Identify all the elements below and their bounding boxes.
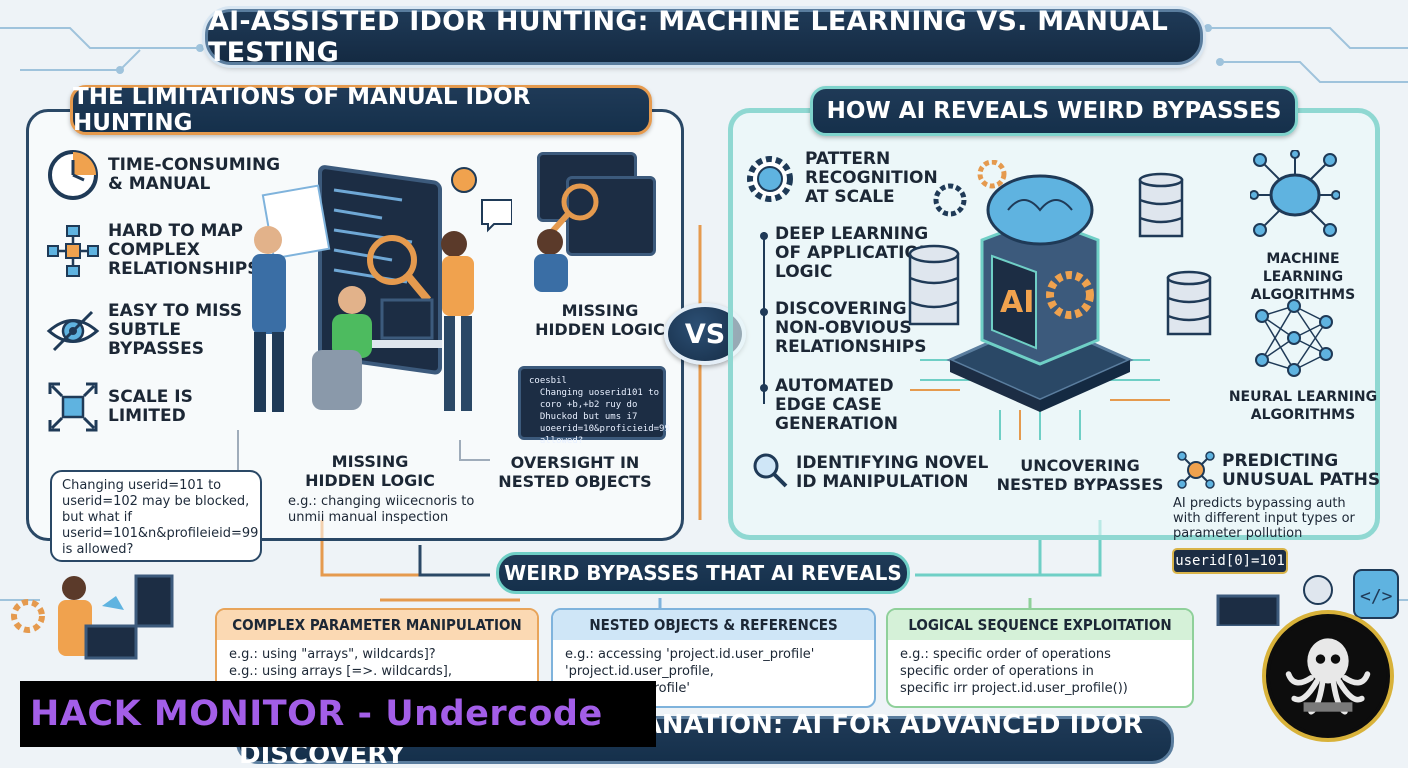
missing-logic-bottom-label: MISSING HIDDEN LOGIC <box>305 452 435 490</box>
scale-icon <box>48 382 98 432</box>
brain-network-icon <box>1250 150 1340 237</box>
clock-icon <box>48 150 98 200</box>
ai-chip-label: AI <box>1000 285 1034 320</box>
database-left-icon <box>908 244 960 326</box>
item-easy-to-miss-text: EASY TO MISS SUBTLE BYPASSES <box>108 301 243 359</box>
oversight-label: OVERSIGHT IN NESTED OBJECTS <box>498 453 652 491</box>
missing-logic-top-label: MISSING HIDDEN LOGIC <box>535 301 665 339</box>
item-easy-to-miss: EASY TO MISS SUBTLE BYPASSES <box>46 302 242 359</box>
database-right-icon <box>1166 270 1212 336</box>
page-title: AI-ASSISTED IDOR HUNTING: MACHINE LEARNI… <box>208 6 1168 68</box>
ai-chip-illustration: AI <box>910 160 1170 440</box>
code-example-pill: userid[0]=101 <box>1172 548 1288 574</box>
robot-illustration: </> <box>1216 569 1399 626</box>
gear-brain-icon <box>747 155 793 202</box>
item-time-consuming-text: TIME-CONSUMING & MANUAL <box>108 155 281 194</box>
ai-benefits-list: PATTERN RECOGNITION AT SCALE <box>743 150 938 213</box>
predicting-label: PREDICTING UNUSUAL PATHS <box>1222 451 1381 490</box>
neural-algorithms-label: NEURAL LEARNING ALGORITHMS <box>1228 389 1378 423</box>
nested-bypasses-label: UNCOVERING NESTED BYPASSES <box>996 456 1164 494</box>
item-deep-learning-text: DEEP LEARNING OF APPLICATION LOGIC <box>775 224 934 282</box>
card-complex-parameter-title: COMPLEX PARAMETER MANIPULATION <box>217 610 537 640</box>
card-logical-sequence-title: LOGICAL SEQUENCE EXPLOITATION <box>888 610 1192 640</box>
novel-id-label: IDENTIFYING NOVEL ID MANIPULATION <box>796 453 989 492</box>
userid-example-note: Changing userid=101 to userid=102 may be… <box>50 470 262 562</box>
neural-network-icon <box>1255 299 1333 377</box>
card-logical-sequence-body: e.g.: specific order of operations speci… <box>900 647 1128 696</box>
card-nested-objects-title: NESTED OBJECTS & REFERENCES <box>553 610 874 640</box>
item-pattern-recognition-text: PATTERN RECOGNITION AT SCALE <box>805 149 938 207</box>
database-top-icon <box>1138 172 1184 238</box>
predict-network-icon <box>1177 451 1215 489</box>
svg-text:</>: </> <box>1360 586 1393 607</box>
left-panel-header: THE LIMITATIONS OF MANUAL IDOR HUNTING <box>70 84 652 136</box>
analyst-magnifier-illustration <box>534 183 599 292</box>
item-hard-to-map: HARD TO MAP COMPLEX RELATIONSHIPS <box>46 222 259 279</box>
item-discovering-text: DISCOVERING NON-OBVIOUS RELATIONSHIPS <box>775 299 927 357</box>
bullet-line <box>760 232 768 404</box>
ml-algorithms-label: MACHINE LEARNING ALGORITHMS <box>1250 251 1356 303</box>
weird-bypasses-banner: WEIRD BYPASSES THAT AI REVEALS <box>496 552 910 594</box>
network-map-icon <box>47 224 99 277</box>
predicting-note: AI predicts bypassing auth with differen… <box>1173 496 1355 541</box>
missing-logic-example: e.g.: changing wiicecnoris to unmii manu… <box>288 494 475 525</box>
eye-icon <box>46 310 100 351</box>
magnifier-icon <box>753 453 788 488</box>
right-panel-header: HOW AI REVEALS WEIRD BYPASSES <box>810 86 1298 136</box>
watermark-banner: HACK MONITOR - Undercode <box>20 681 656 747</box>
item-scale-limited-text: SCALE IS LIMITED <box>108 387 193 426</box>
manual-testers-illustration <box>252 165 512 412</box>
card-complex-parameter-body: e.g.: using "arrays", wildcards]? e.g.: … <box>229 647 452 679</box>
item-hard-to-map-text: HARD TO MAP COMPLEX RELATIONSHIPS <box>108 221 260 279</box>
code-snippet-window: coesbil Changing uoserid101 to coro +b,+… <box>518 366 670 446</box>
title-banner: AI-ASSISTED IDOR HUNTING: MACHINE LEARNI… <box>205 6 1203 68</box>
developer-illustration <box>11 574 174 660</box>
item-time-consuming: TIME-CONSUMING & MANUAL <box>46 148 280 202</box>
card-logical-sequence: LOGICAL SEQUENCE EXPLOITATION e.g.: spec… <box>886 608 1194 708</box>
item-scale-limited: SCALE IS LIMITED <box>46 380 193 434</box>
item-automated-edge-text: AUTOMATED EDGE CASE GENERATION <box>775 376 898 434</box>
octopus-logo <box>1262 610 1394 742</box>
item-pattern-recognition: PATTERN RECOGNITION AT SCALE <box>743 150 938 207</box>
